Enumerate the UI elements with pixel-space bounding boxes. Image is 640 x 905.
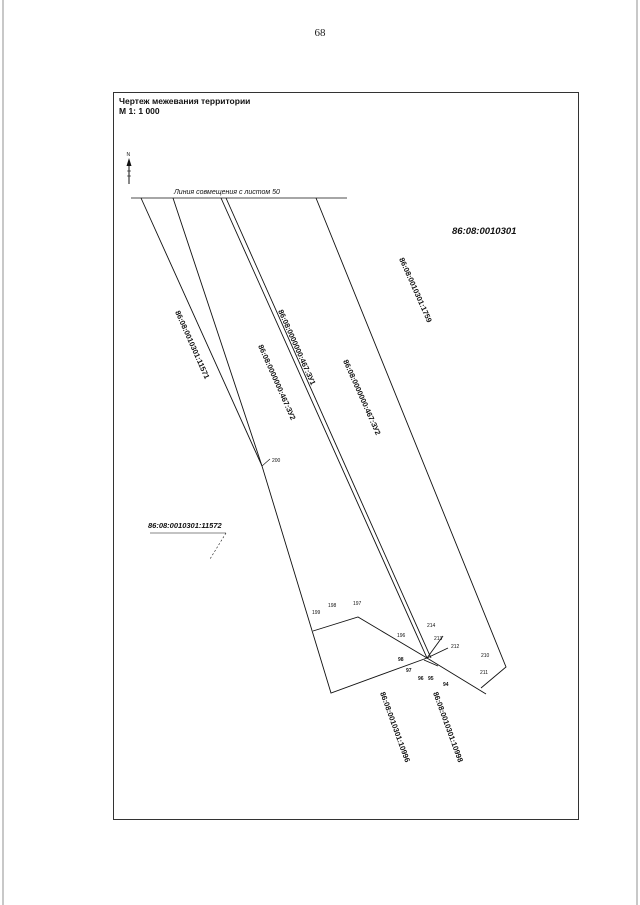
point-98: 98 [398,657,404,663]
parcel-label-zu2-b: 86:08:0000000:467:ЗУ2 [341,358,382,436]
page-number: 68 [314,27,326,39]
leader-dash-11572 [209,532,227,560]
point-197: 197 [353,601,362,607]
point-211: 211 [480,670,488,676]
north-label: N [127,152,131,158]
parcel-label-10998: 86:08:0010301:10998 [431,691,465,764]
point-210: 210 [481,653,490,659]
point-97: 97 [406,668,412,674]
point-94: 94 [443,682,449,688]
boundary-lines [140,197,507,695]
point-213: 213 [434,636,443,642]
leader-point-200 [261,458,271,467]
parcel-label-1759: 86:08:0010301:1759 [397,256,434,324]
parcel-label-11571: 86:08:0010301:11571 [173,309,211,380]
point-200: 200 [272,458,281,464]
match-line-label: Линия совмещения с листом 50 [173,189,280,196]
point-95: 95 [428,676,434,682]
scan-edge-right [636,0,638,905]
drawing-scale: М 1: 1 000 [119,106,160,116]
point-199: 199 [312,610,321,616]
point-96: 96 [418,676,424,682]
scan-edge-left [2,0,4,905]
drawing-frame [113,92,579,820]
point-196: 196 [397,633,406,639]
block-label: 86:08:0010301 [452,226,516,237]
parcel-label-zu1: 86:08:0000000:467:ЗУ1 [276,308,317,386]
point-198: 198 [328,603,337,609]
parcel-label-11572: 86:08:0010301:11572 [148,521,223,530]
drawing-title: Чертеж межевания территории [119,96,251,106]
point-212: 212 [451,644,460,650]
north-arrow-icon: N [126,152,132,184]
match-line: Линия совмещения с листом 50 [131,189,347,199]
parcel-label-10996: 86:08:0010301:10996 [378,691,412,764]
point-214: 214 [427,623,436,629]
